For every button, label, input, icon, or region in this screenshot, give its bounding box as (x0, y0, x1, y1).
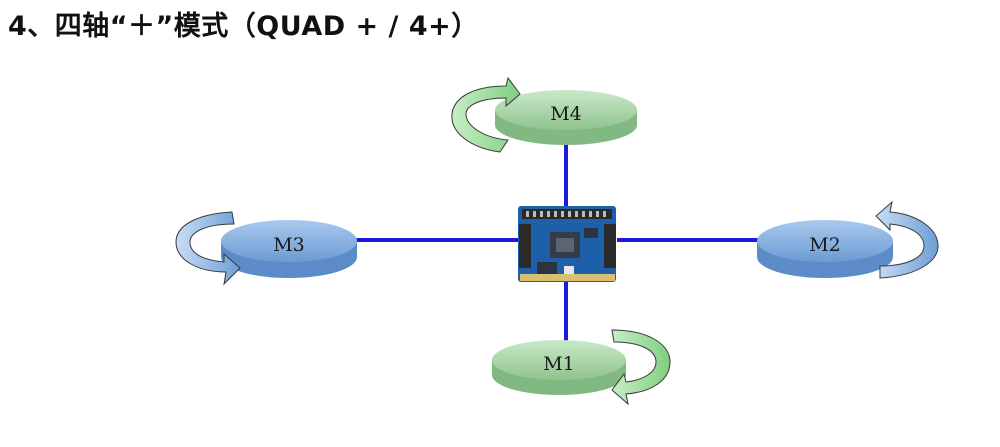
motor-m4: M4 (495, 90, 637, 145)
motor-m2-label: M2 (809, 234, 841, 256)
motor-m2: M2 (757, 220, 893, 278)
rotation-arrow-m1-icon (611, 329, 671, 406)
motor-m3: M3 (221, 220, 357, 278)
rotation-arrow-m3-icon (175, 211, 241, 286)
page-title: 4、四轴“＋”模式（QUAD + / 4+） (8, 11, 479, 42)
flight-controller-board (518, 206, 616, 282)
motor-m4-label: M4 (550, 103, 582, 125)
frame-arms (355, 140, 765, 345)
rotation-arrow-m4-icon (451, 76, 521, 153)
rotation-arrow-m2-icon (875, 200, 939, 279)
motor-m1: M1 (492, 340, 626, 395)
motor-m1-label: M1 (543, 353, 575, 375)
motor-m3-label: M3 (273, 234, 305, 256)
